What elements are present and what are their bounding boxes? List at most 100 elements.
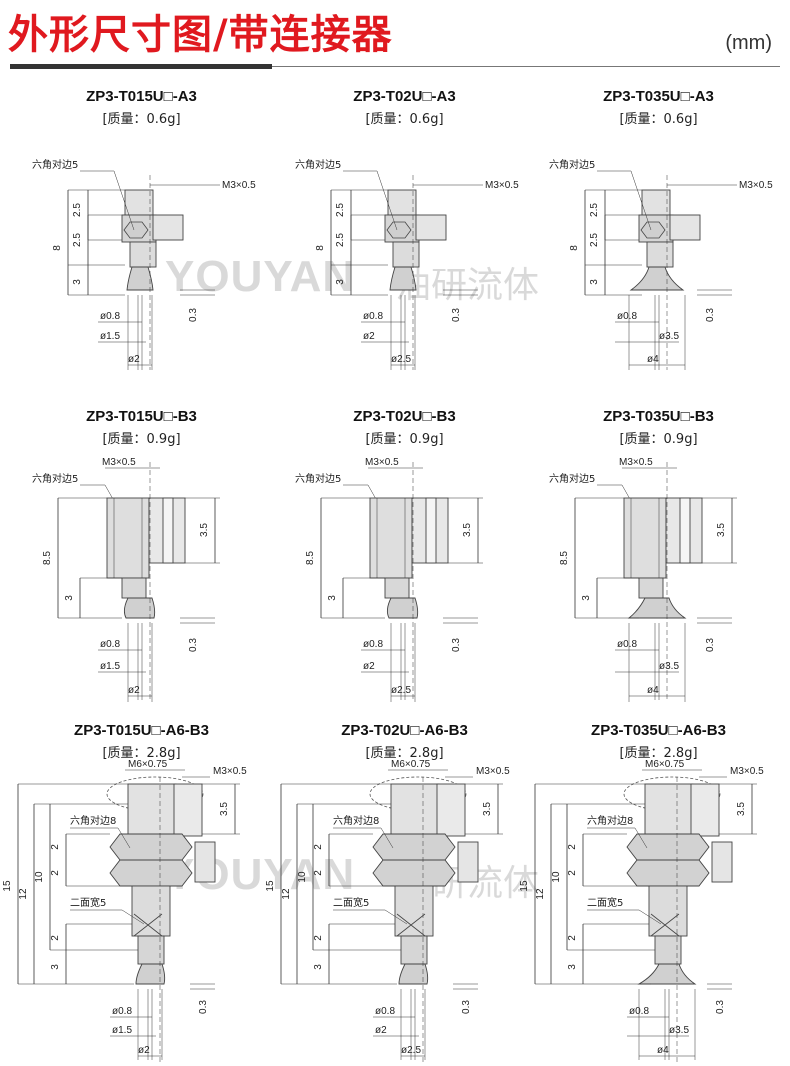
- model-name: ZP3-T02U□-A6-B3: [341, 722, 468, 739]
- thread-label: M3×0.5: [739, 180, 773, 191]
- lower-body: [646, 241, 674, 268]
- height-label: 3: [335, 279, 346, 285]
- height-label: 10: [551, 871, 562, 883]
- gap-label: 0.3: [461, 1000, 472, 1014]
- shank: [648, 885, 688, 937]
- suction-cup: [629, 266, 685, 291]
- leader-line: [113, 170, 135, 231]
- gap-label: 0.3: [188, 638, 199, 652]
- neck: [121, 577, 147, 599]
- height-label: 15: [519, 880, 530, 892]
- height-label: 12: [281, 888, 292, 900]
- height-label: 15: [2, 880, 13, 892]
- height-label: 2.5: [335, 233, 346, 247]
- watermark-chinese: 油研流体: [395, 265, 540, 306]
- gap-label: 0.3: [705, 308, 716, 322]
- hex-label: 六角对边5: [295, 472, 341, 485]
- mass-label: [质量：0.6g]: [619, 112, 698, 127]
- height-label: 3.5: [716, 523, 727, 537]
- flat-label: 二面宽5: [70, 896, 106, 909]
- flat-marker: [396, 913, 426, 937]
- flat-label: 二面宽5: [333, 896, 369, 909]
- model-name: ZP3-T035U□-A6-B3: [591, 722, 726, 739]
- neck: [384, 577, 410, 599]
- hex-face: [123, 221, 149, 239]
- neck: [654, 935, 682, 965]
- suction-cup: [126, 266, 154, 291]
- height-label: 2: [50, 870, 61, 876]
- thread-label: M3×0.5: [476, 766, 510, 777]
- suction-cup: [386, 597, 419, 619]
- diameter-outer-label: ø2.5: [401, 1045, 421, 1056]
- height-label: 12: [18, 888, 29, 900]
- diameter-mid-label: ø2: [363, 331, 375, 342]
- height-label: 2.5: [335, 203, 346, 217]
- upper-body: [124, 189, 154, 216]
- gap-label: 0.3: [198, 1000, 209, 1014]
- height-total-label: 8.5: [305, 551, 316, 565]
- mass-label: [质量：2.8g]: [102, 746, 181, 761]
- height-label: 2: [313, 935, 324, 941]
- hex-nut-lower: [626, 859, 710, 887]
- mass-label: [质量：0.6g]: [102, 112, 181, 127]
- height-label: 3: [50, 964, 61, 970]
- diameter-mid-label: ø2: [375, 1025, 387, 1036]
- detail-circle: [369, 776, 467, 812]
- diameter-mid-label: ø3.5: [669, 1025, 689, 1036]
- height-label: 3.5: [736, 802, 747, 816]
- height-label: 3.5: [462, 523, 473, 537]
- suction-cup: [627, 597, 687, 619]
- upper-sleeve: [644, 783, 694, 835]
- hex-label: 六角对边5: [549, 158, 595, 171]
- height-label: 2: [50, 935, 61, 941]
- upper-sleeve: [390, 783, 440, 835]
- hex-label: 六角对边5: [32, 158, 78, 171]
- height-label: 12: [535, 888, 546, 900]
- hex-label: 六角对边5: [549, 472, 595, 485]
- mass-label: [质量：0.9g]: [102, 432, 181, 447]
- leader-line: [384, 909, 408, 925]
- thread-out-label: M6×0.75: [645, 759, 685, 770]
- gap-label: 0.3: [715, 1000, 726, 1014]
- thread-label: M3×0.5: [365, 457, 399, 468]
- hex-label: 六角对边8: [333, 814, 379, 827]
- hex-nut-upper: [109, 833, 193, 861]
- diameter-mid-label: ø3.5: [659, 331, 679, 342]
- height-total-label: 8: [569, 245, 580, 251]
- height-label: 2.5: [589, 233, 600, 247]
- model-name: ZP3-T02U□-B3: [353, 408, 456, 425]
- height-label: 15: [265, 880, 276, 892]
- height-total-label: 8.5: [42, 551, 53, 565]
- side-flat: [194, 841, 216, 883]
- hex-body: [623, 497, 667, 579]
- suction-cup: [389, 266, 417, 291]
- page-header: 外形尺寸图/带连接器 (mm): [0, 0, 790, 70]
- hex-nut-lower: [372, 859, 456, 887]
- side-socket: [690, 783, 720, 837]
- page-title: 外形尺寸图/带连接器: [8, 12, 393, 58]
- hex-body: [106, 497, 150, 579]
- thread-label: M3×0.5: [213, 766, 247, 777]
- height-label: 2: [50, 844, 61, 850]
- hex-label: 六角对边5: [32, 472, 78, 485]
- leader-line: [380, 827, 394, 849]
- thread-out-label: M6×0.75: [128, 759, 168, 770]
- thread-label: M3×0.5: [485, 180, 519, 191]
- height-total-label: 8: [315, 245, 326, 251]
- leader-line: [121, 909, 145, 925]
- upper-body: [641, 189, 671, 216]
- height-label: 2: [567, 844, 578, 850]
- height-label: 10: [297, 871, 308, 883]
- side-port: [152, 214, 184, 241]
- diameter-inner-label: ø0.8: [617, 639, 637, 650]
- model-name: ZP3-T015U□-B3: [86, 408, 197, 425]
